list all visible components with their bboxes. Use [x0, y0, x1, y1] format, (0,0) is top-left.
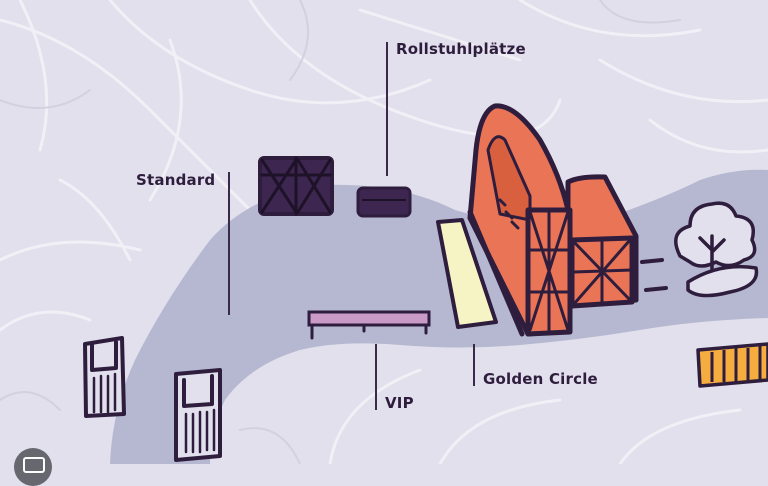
standard-stand	[258, 156, 334, 216]
standard-label: Standard	[136, 171, 216, 189]
rollstuhl-label: Rollstuhlplätze	[396, 40, 526, 58]
vip-leader-line	[375, 344, 377, 410]
rollstuhl-leader-line	[386, 42, 388, 176]
vip-area	[307, 310, 431, 340]
yellow-structure	[696, 342, 768, 388]
camera-icon	[23, 457, 45, 473]
camera-button[interactable]	[14, 448, 52, 486]
street-lines-dark	[0, 0, 681, 464]
wheelchair-area	[356, 186, 412, 218]
street-lines	[0, 0, 768, 464]
standard-leader-line	[228, 172, 230, 315]
tower-left-1	[83, 336, 126, 418]
tower-left-2	[174, 368, 222, 462]
stage	[467, 103, 639, 337]
golden-circle-leader-line	[473, 344, 475, 386]
golden-circle-area	[436, 218, 498, 329]
path-dashes	[640, 258, 668, 292]
vip-label: VIP	[385, 394, 414, 412]
venue-map	[0, 0, 768, 464]
tree-icon	[674, 201, 759, 298]
golden-circle-label: Golden Circle	[483, 370, 598, 388]
